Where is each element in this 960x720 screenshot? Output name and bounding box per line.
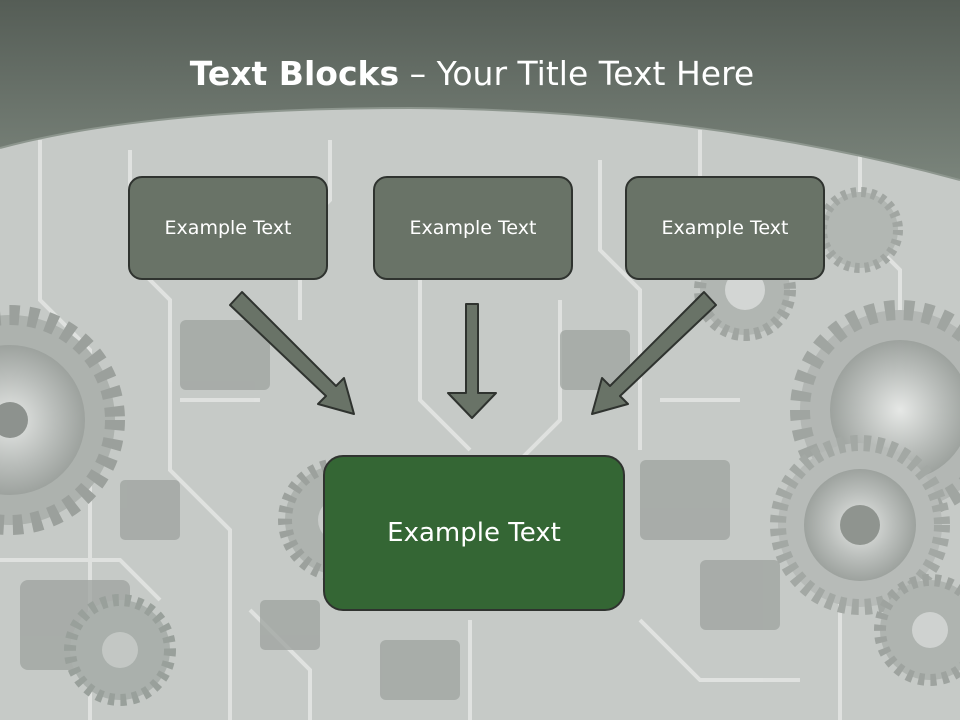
text-block-3-label: Example Text — [661, 217, 789, 239]
text-block-2[interactable]: Example Text — [373, 176, 573, 280]
text-block-1-label: Example Text — [164, 217, 292, 239]
title-rest: Your Title Text Here — [436, 54, 755, 93]
text-block-2-label: Example Text — [409, 217, 537, 239]
target-text-block-label: Example Text — [387, 518, 561, 548]
text-block-3[interactable]: Example Text — [625, 176, 825, 280]
target-text-block[interactable]: Example Text — [323, 455, 625, 611]
slide-title: Text Blocks – Your Title Text Here — [0, 52, 944, 96]
title-separator: – — [409, 54, 427, 93]
text-block-1[interactable]: Example Text — [128, 176, 328, 280]
title-bold: Text Blocks — [189, 54, 400, 93]
